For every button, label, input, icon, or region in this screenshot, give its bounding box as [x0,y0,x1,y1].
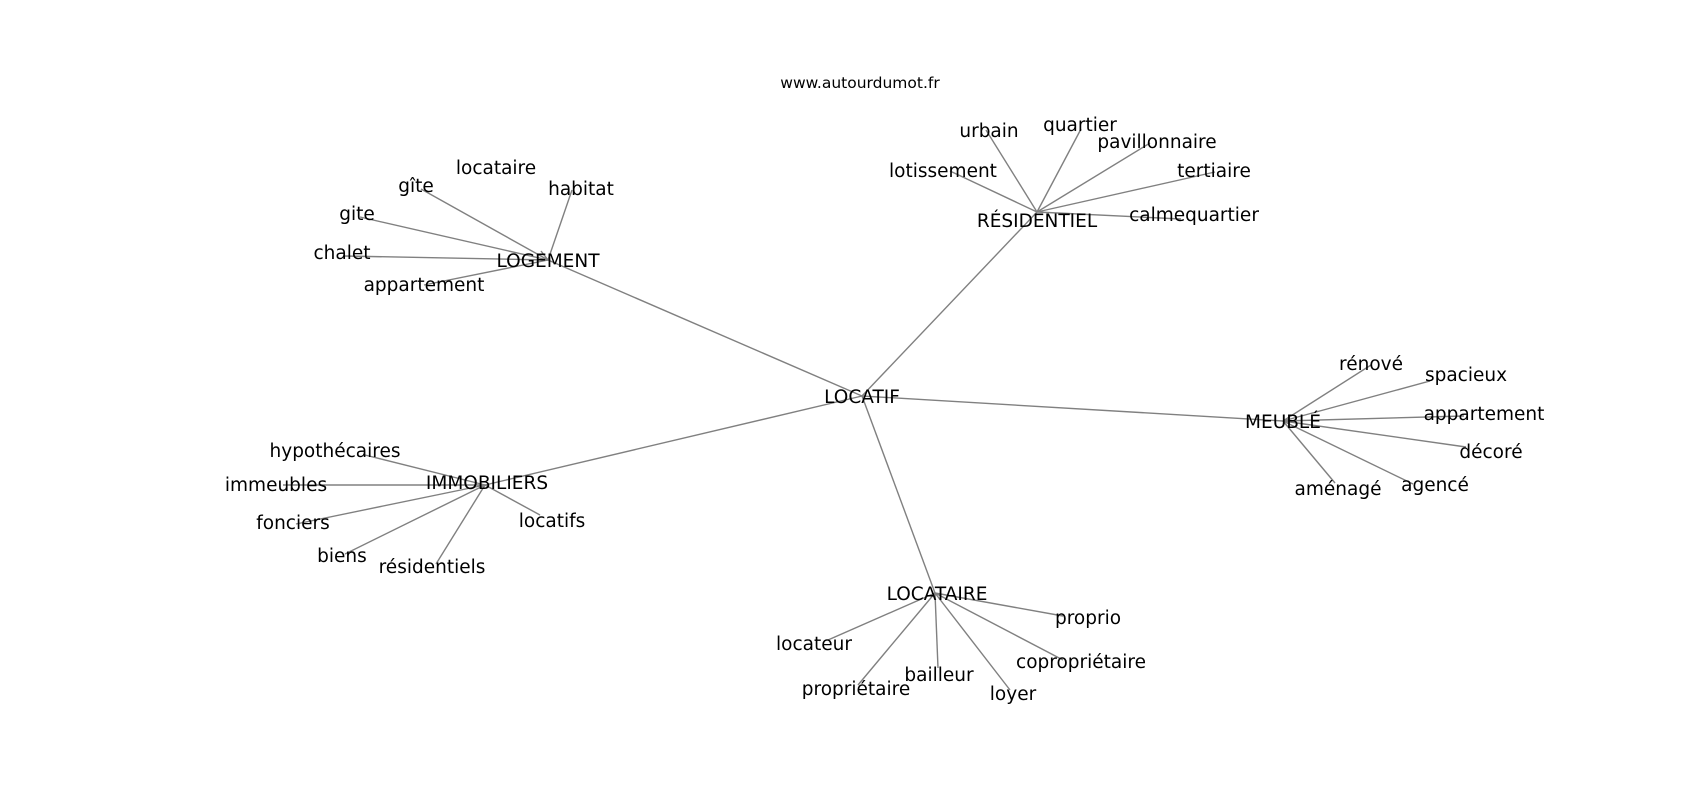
leaf-node-locataire-2[interactable]: copropriétaire [1016,652,1146,673]
leaf-node-residentiel-2[interactable]: pavillonnaire [1097,132,1216,153]
leaf-node-logement-2[interactable]: gîte [398,176,434,197]
leaf-node-meuble-5[interactable]: aménagé [1295,479,1382,500]
leaf-node-locataire-5[interactable]: loyer [990,684,1037,705]
leaf-node-meuble-2[interactable]: appartement [1424,404,1545,425]
leaf-node-locataire-3[interactable]: bailleur [904,665,974,686]
edge-meuble-leaf-0 [1282,364,1372,422]
edge-locataire-leaf-3 [934,592,939,669]
hub-node-meuble[interactable]: MEUBLÉ [1245,411,1321,433]
edge-meuble-leaf-1 [1282,380,1431,422]
leaf-node-logement-4[interactable]: chalet [313,243,370,264]
leaf-node-locataire-1[interactable]: locateur [776,634,852,655]
center-node-label[interactable]: LOCATIF [824,387,900,408]
hub-node-immobiliers[interactable]: IMMOBILIERS [426,473,548,494]
watermark-text: www.autourdumot.fr [780,74,940,92]
edge-residentiel-leaf-0 [985,129,1038,213]
edge-center-meuble [861,395,1284,422]
leaf-node-logement-0[interactable]: locataire [456,158,536,179]
edge-locataire-leaf-5 [934,592,1011,691]
edge-meuble-leaf-5 [1282,420,1336,484]
edge-residentiel-leaf-5 [1036,211,1182,220]
leaf-node-locataire-4[interactable]: propriétaire [802,679,910,700]
leaf-node-immobiliers-2[interactable]: fonciers [256,513,330,534]
leaf-node-meuble-1[interactable]: spacieux [1425,365,1507,386]
edge-immobiliers-leaf-2 [295,484,486,525]
labels-layer: LOCATIF LOGEMENT locataire habitat gîte gite c… [225,115,1545,705]
leaf-node-residentiel-4[interactable]: tertiaire [1177,161,1251,182]
edges-layer [283,128,1467,691]
leaf-node-residentiel-3[interactable]: lotissement [889,161,997,182]
edge-immobiliers-leaf-3 [344,484,486,555]
leaf-node-residentiel-5[interactable]: calmequartier [1129,205,1259,226]
edge-logement-leaf-1 [547,189,573,261]
leaf-node-immobiliers-0[interactable]: hypothécaires [270,441,401,462]
edge-residentiel-leaf-3 [949,170,1038,213]
leaf-node-logement-3[interactable]: gite [339,204,375,225]
leaf-node-residentiel-1[interactable]: quartier [1043,115,1117,136]
leaf-node-meuble-4[interactable]: agencé [1401,475,1469,496]
leaf-node-meuble-3[interactable]: décoré [1459,442,1522,463]
edge-logement-leaf-5 [423,259,549,286]
edge-immobiliers-leaf-5 [484,484,541,516]
edge-immobiliers-leaf-4 [435,484,486,565]
edge-logement-leaf-0 [540,250,549,261]
edge-center-residentiel [861,211,1038,397]
edge-center-locataire [861,395,936,594]
edge-meuble-leaf-2 [1282,415,1465,422]
leaf-node-logement-5[interactable]: appartement [364,275,485,296]
edge-center-logement [547,259,863,397]
edge-meuble-leaf-4 [1282,420,1414,485]
leaf-node-meuble-0[interactable]: rénové [1339,354,1403,375]
edge-locataire-leaf-2 [934,592,1064,661]
edge-locataire-leaf-0 [934,592,1064,617]
edge-center-immobiliers [484,395,863,486]
edge-logement-leaf-4 [343,255,549,261]
edge-logement-leaf-2 [420,188,549,261]
leaf-node-locataire-0[interactable]: proprio [1055,608,1121,629]
edge-locataire-leaf-1 [827,592,936,641]
edge-locataire-leaf-4 [857,592,936,686]
leaf-node-immobiliers-3[interactable]: biens [317,546,367,567]
hub-node-locataire[interactable]: LOCATAIRE [887,584,988,605]
edge-immobiliers-leaf-0 [364,454,486,486]
leaf-node-logement-1[interactable]: habitat [548,179,614,200]
leaf-node-immobiliers-1[interactable]: immeubles [225,475,327,496]
edge-residentiel-leaf-1 [1036,128,1082,213]
leaf-node-immobiliers-5[interactable]: locatifs [519,511,586,532]
edge-logement-leaf-3 [359,216,549,261]
edge-meuble-leaf-3 [1282,420,1467,448]
leaf-node-immobiliers-4[interactable]: résidentiels [379,557,486,578]
edge-residentiel-leaf-2 [1036,142,1151,213]
edge-residentiel-leaf-4 [1036,171,1216,213]
hub-node-logement[interactable]: LOGEMENT [496,251,600,272]
leaf-node-residentiel-0[interactable]: urbain [959,121,1018,142]
hub-node-residentiel[interactable]: RÉSIDENTIEL [977,210,1098,232]
